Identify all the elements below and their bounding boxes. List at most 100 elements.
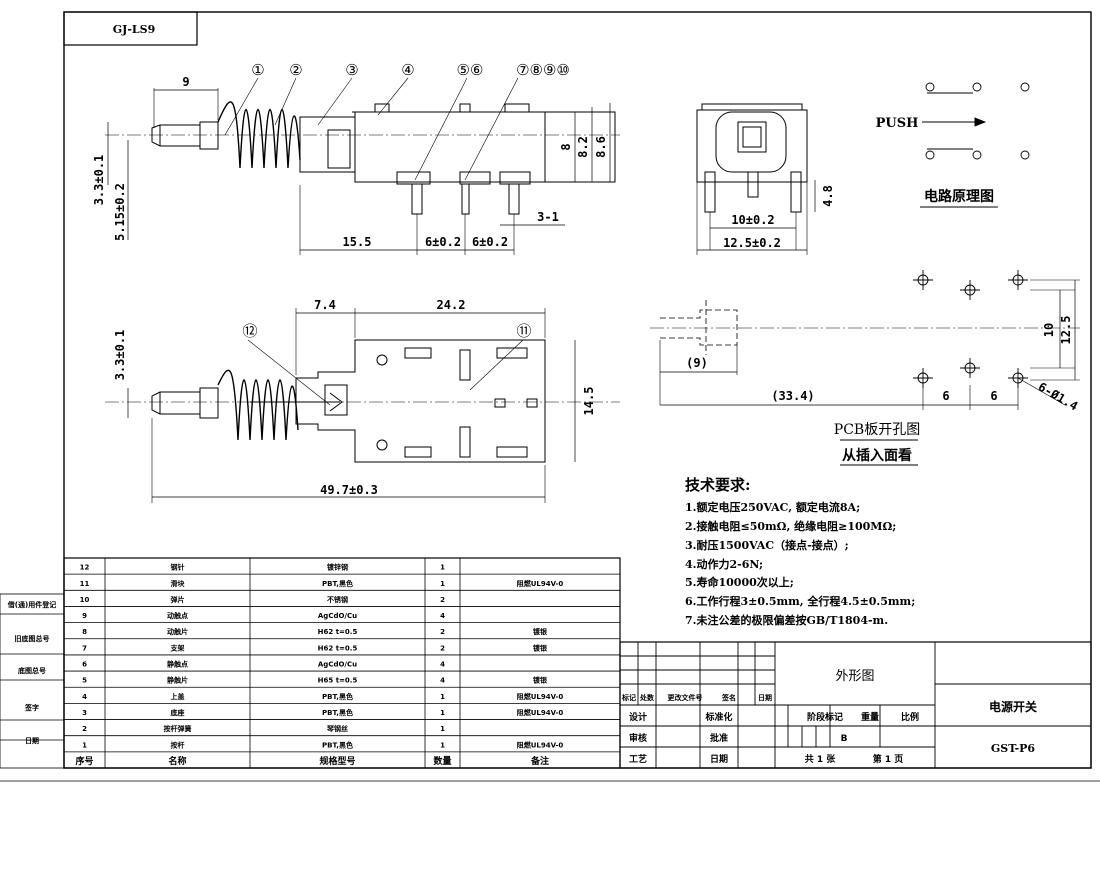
- circuit-diagram: [922, 82, 1030, 160]
- bom-cell-spec: PBT,黑色: [322, 740, 353, 749]
- dim-pcb-10: 10: [1042, 323, 1056, 337]
- dim-side-15-5: 15.5: [343, 235, 372, 249]
- dim-front-10: 10±0.2: [731, 213, 774, 227]
- pcb-subtitle: 从插入面看: [842, 447, 912, 464]
- dim-side-5-15: 5.15±0.2: [113, 183, 127, 241]
- bom-cell-note: 镀银: [533, 643, 548, 652]
- bom-cell-note: 阻燃UL94V-0: [517, 740, 564, 749]
- bom-cell-spec: 镀锌钢: [327, 563, 348, 572]
- push-label: PUSH: [876, 116, 919, 131]
- bom-cell-no: 3: [82, 709, 87, 717]
- bom-header-name: 名称: [168, 755, 186, 767]
- tb-scale: 比例: [901, 711, 919, 723]
- bom-cell-qty: 2: [440, 596, 445, 604]
- callout-3: ③: [345, 61, 358, 79]
- bom-cell-spec: PBT,黑色: [322, 708, 353, 717]
- drawing-name: 外形图: [835, 669, 874, 684]
- tech-line-3: 3.耐压1500VAC（接点-接点）;: [685, 538, 849, 552]
- dim-pcb-hole: 6-Ø1.4: [1036, 380, 1081, 414]
- tech-heading: 技术要求:: [685, 476, 751, 494]
- dim-front-4-8: 4.8: [821, 185, 835, 207]
- callout-11: ⑪: [516, 322, 531, 340]
- tb-review: 审核: [629, 732, 647, 744]
- side-callouts: ① ② ③ ④ ⑤⑥ ⑦⑧⑨⑩: [251, 61, 570, 79]
- dim-pcb-12-5: 12.5: [1059, 316, 1073, 345]
- bom-cell-note: 镀银: [533, 676, 548, 685]
- bom-cell-name: 上盖: [171, 692, 185, 701]
- bom-header-qty: 数量: [433, 755, 451, 767]
- bom-cell-note: 阻燃UL94V-0: [517, 708, 564, 717]
- tb-mark: 标记: [621, 693, 636, 702]
- bom-cell-spec: AgCdO/Cu: [318, 661, 357, 669]
- dim-side-3-1: 3-1: [537, 210, 559, 224]
- tb-count: 处数: [639, 693, 655, 702]
- title-block-text: 外形图 电源开关 GST-P6 标记 处数 更改文件号 签名 日期 设计 审核 …: [621, 669, 1037, 765]
- bom-cell-name: 滑块: [171, 579, 186, 588]
- bom-cell-name: 静触片: [167, 676, 188, 685]
- bom-cell-no: 1: [82, 741, 87, 749]
- pcb-title: PCB板开孔图: [834, 422, 920, 438]
- bom-cell-no: 11: [80, 580, 90, 588]
- pcb-layout: [650, 279, 1080, 410]
- dim-side-8-6: 8.6: [594, 136, 608, 158]
- code-box: [63, 11, 198, 46]
- bom-cell-spec: 琴钢丝: [326, 724, 348, 733]
- callout-5-6: ⑤⑥: [457, 61, 484, 79]
- bom-cell-qty: 4: [440, 612, 445, 620]
- dim-pcb-9: (9): [686, 356, 708, 370]
- dim-side-8-2: 8.2: [576, 136, 590, 158]
- side-view: [105, 77, 620, 255]
- bom-cell-no: 7: [82, 644, 87, 652]
- dim-pcb-33-4: (33.4): [771, 389, 814, 403]
- tb-stage: 阶段标记: [807, 711, 843, 723]
- tech-line-6: 6.工作行程3±0.5mm, 全行程4.5±0.5mm;: [685, 594, 915, 608]
- bom-cell-name: 按杆弹簧: [164, 724, 192, 733]
- bom-cell-qty: 1: [440, 564, 445, 572]
- circuit-title: 电路原理图: [924, 188, 994, 205]
- bom-cell-spec: PBT,黑色: [322, 692, 353, 701]
- tb-std: 标准化: [704, 711, 732, 723]
- bom-cell-no: 8: [82, 628, 87, 636]
- bom-cell-spec: H62 t=0.5: [318, 628, 358, 636]
- product-name: 电源开关: [989, 699, 1037, 714]
- bom-cell-qty: 4: [440, 661, 445, 669]
- bom-cell-name: 弹片: [171, 595, 185, 604]
- top-view: [105, 308, 620, 503]
- side-label-5: 日期: [25, 736, 39, 745]
- bom-cell-no: 9: [82, 612, 87, 620]
- tb-approve: 批准: [710, 732, 728, 744]
- bom-cell-no: 6: [82, 661, 87, 669]
- bom-cell-note: 阻燃UL94V-0: [517, 579, 564, 588]
- bom-cell-qty: 2: [440, 628, 445, 636]
- tb-sheet-no: 第 1 页: [873, 753, 904, 765]
- bom-cell-no: 5: [82, 677, 87, 685]
- dim-side-9: 9: [182, 75, 189, 89]
- bom-cell-name: 静触点: [167, 660, 188, 669]
- side-label-2: 旧底图总号: [15, 634, 50, 643]
- tech-line-7: 7.未注公差的极限偏差按GB/T1804-m.: [685, 613, 888, 627]
- bom-header-spec: 规格型号: [319, 755, 355, 767]
- bom-cell-no: 12: [80, 564, 90, 572]
- tb-sign: 签名: [721, 693, 736, 702]
- tb-weight: 重量: [861, 711, 879, 723]
- tb-sheets: 共 1 张: [805, 753, 837, 765]
- callout-1: ①: [251, 61, 264, 79]
- side-label-3: 底图总号: [18, 666, 46, 675]
- tb-craft: 工艺: [629, 753, 647, 765]
- dim-side-6a: 6±0.2: [425, 235, 461, 249]
- tech-requirements: 技术要求: 1.额定电压250VAC, 额定电流8A; 2.接触电阻≤50mΩ,…: [685, 476, 915, 627]
- dim-side-8: 8: [559, 143, 573, 150]
- bom-cell-spec: AgCdO/Cu: [318, 612, 357, 620]
- callout-2: ②: [289, 61, 302, 79]
- dim-top-14-5: 14.5: [582, 387, 596, 416]
- side-label-4: 签字: [24, 703, 39, 712]
- dim-top-7-4: 7.4: [314, 298, 336, 312]
- bom-cell-qty: 1: [440, 725, 445, 733]
- tb-date2: 日期: [758, 693, 772, 702]
- bom-cell-name: 底座: [171, 708, 185, 717]
- bom-cell-qty: 4: [440, 677, 445, 685]
- tech-line-4: 4.动作力2-6N;: [685, 557, 763, 571]
- tb-date: 日期: [710, 753, 728, 765]
- drawing-code: GJ-LS9: [113, 23, 156, 36]
- dim-pcb-6b: 6: [990, 389, 997, 403]
